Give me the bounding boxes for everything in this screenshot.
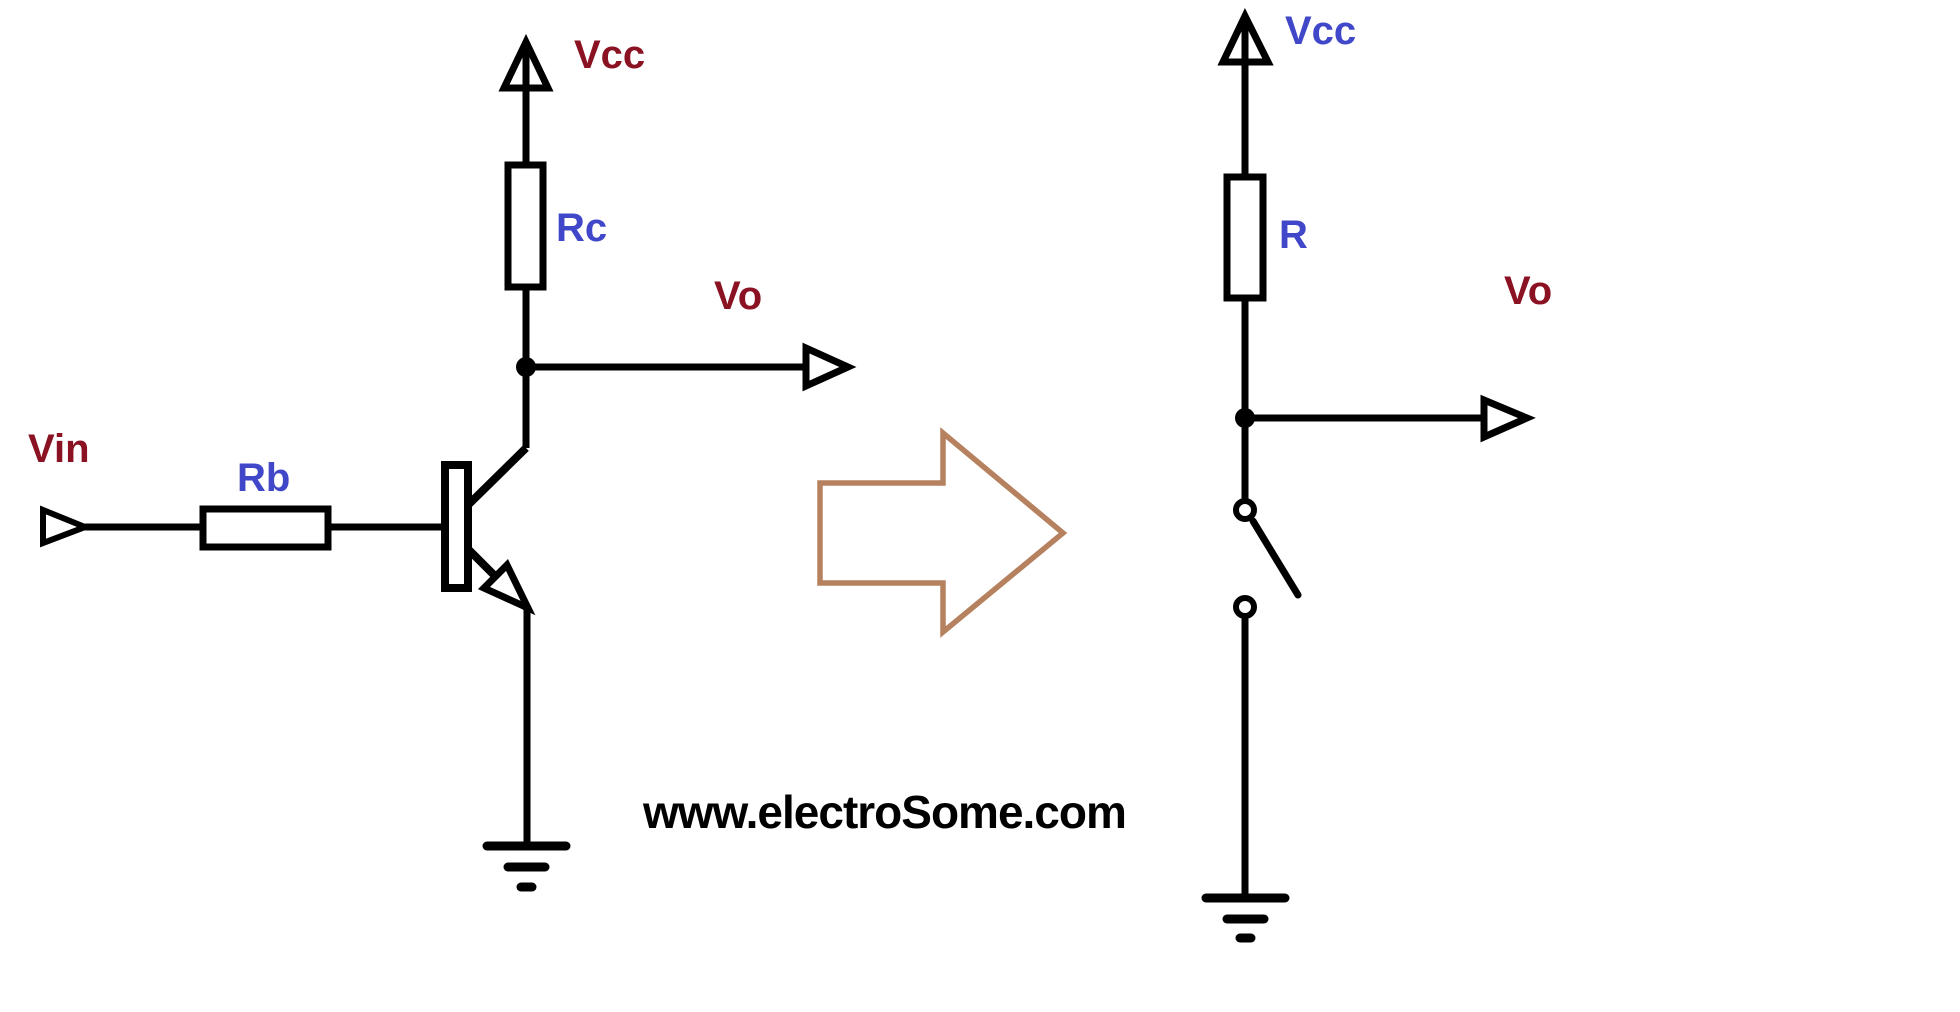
bjt-switch-circuit (40, 33, 857, 892)
vin-label: Vin (28, 427, 90, 471)
emitter-arrow-icon (477, 559, 536, 616)
r-label: R (1279, 213, 1308, 257)
vin-arrow-icon (40, 505, 94, 548)
vo-arrow-icon-left (802, 342, 857, 392)
collector-diagonal (463, 445, 529, 510)
transistor-base-bar (441, 461, 472, 592)
resistor-r-body (1223, 173, 1267, 302)
switch-arm (1249, 517, 1302, 599)
vcc-label-right: Vcc (1285, 9, 1357, 53)
vcc-arrow-icon-left (498, 33, 554, 92)
rc-label: Rc (556, 206, 608, 250)
switch-contact-bottom (1233, 595, 1257, 619)
resistor-rc-body (504, 161, 547, 291)
vo-label-left: Vo (714, 274, 763, 318)
site-watermark: www.electroSome.com (643, 786, 1127, 838)
transform-arrow-icon (817, 427, 1068, 638)
switch-contact-top (1233, 498, 1257, 522)
rb-label: Rb (237, 456, 291, 500)
vo-label-right: Vo (1504, 269, 1553, 313)
vcc-arrow-icon-right (1217, 8, 1274, 66)
equivalent-switch-circuit (1201, 8, 1536, 943)
vo-arrow-icon-right (1480, 394, 1536, 443)
vcc-label-left: Vcc (574, 33, 646, 77)
collector-node-dot (516, 357, 536, 377)
ground-icon-left (482, 841, 571, 892)
ground-icon-right (1201, 893, 1290, 943)
resistor-rb-body (199, 505, 332, 551)
